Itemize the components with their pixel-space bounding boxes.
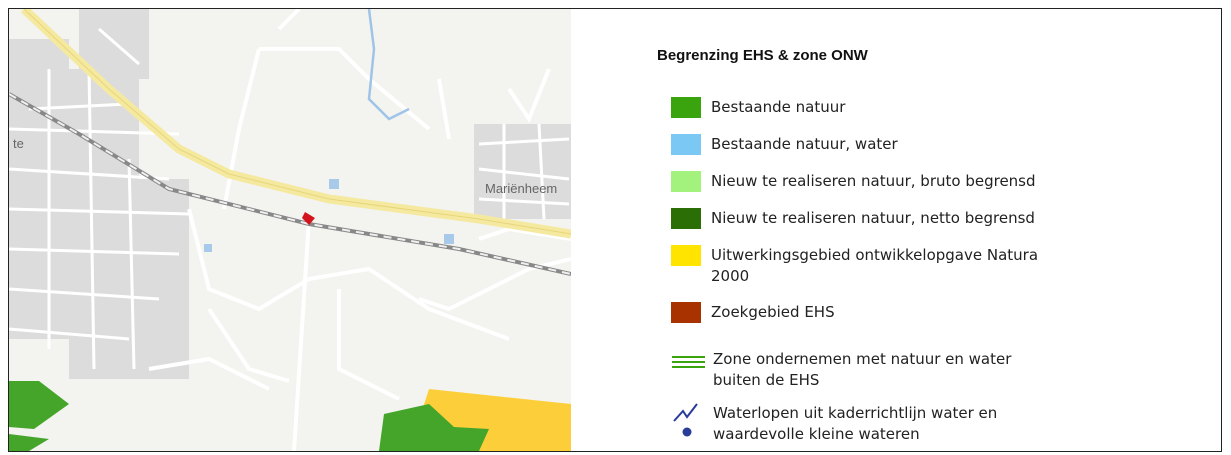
legend-item-natura-2000: Uitwerkingsgebied ontwikkelopgave Natura… — [657, 245, 1038, 287]
legend-label: Nieuw te realiseren natuur, netto begren… — [711, 209, 1035, 227]
legend-item-nieuw-bruto: Nieuw te realiseren natuur, bruto begren… — [657, 171, 1036, 192]
swatch-nieuw-bruto — [671, 171, 701, 192]
waterway-icon — [673, 403, 698, 437]
swatch-natura-2000 — [671, 245, 701, 266]
legend-item-zoekgebied: Zoekgebied EHS — [657, 302, 835, 323]
legend-title: Begrenzing EHS & zone ONW — [657, 47, 868, 64]
legend-item-nieuw-netto: Nieuw te realiseren natuur, netto begren… — [657, 208, 1035, 229]
legend-label: Uitwerkingsgebied ontwikkelopgave Natura… — [711, 246, 1039, 285]
legend-label: Zone ondernemen met natuur en water buit… — [713, 350, 1012, 389]
legend-item-bestaande-natuur: Bestaande natuur — [657, 97, 845, 118]
existing-nature-west — [9, 381, 69, 429]
legend-label: Bestaande natuur, water — [711, 135, 898, 153]
legend-item-zone-onw: Zone ondernemen met natuur en water buit… — [657, 349, 1011, 391]
stream — [367, 9, 410, 121]
map-panel: Mariënheem te Begrenzing EHS & zone ONW … — [8, 8, 1222, 452]
place-label-marienheem: Mariënheem — [485, 181, 557, 196]
existing-nature-area — [379, 404, 489, 451]
place-label-west: te — [13, 136, 24, 151]
location-marker-icon — [302, 212, 315, 225]
legend-label: Waterlopen uit kaderrichtlijn water en w… — [713, 404, 998, 443]
swatch-zoekgebied — [671, 302, 701, 323]
legend-label: Nieuw te realiseren natuur, bruto begren… — [711, 172, 1036, 190]
legend-label: Zoekgebied EHS — [711, 303, 835, 321]
legend-item-natuur-water: Bestaande natuur, water — [657, 134, 898, 155]
triple-line-icon — [672, 356, 705, 368]
swatch-natuur-water — [671, 134, 701, 155]
legend-item-waterlopen: Waterlopen uit kaderrichtlijn water en w… — [657, 403, 997, 445]
swatch-bestaande-natuur — [671, 97, 701, 118]
map-view[interactable]: Mariënheem te — [9, 9, 571, 451]
swatch-nieuw-netto — [671, 208, 701, 229]
legend-panel: Begrenzing EHS & zone ONW Bestaande natu… — [657, 47, 1217, 443]
legend-label: Bestaande natuur — [711, 98, 846, 116]
